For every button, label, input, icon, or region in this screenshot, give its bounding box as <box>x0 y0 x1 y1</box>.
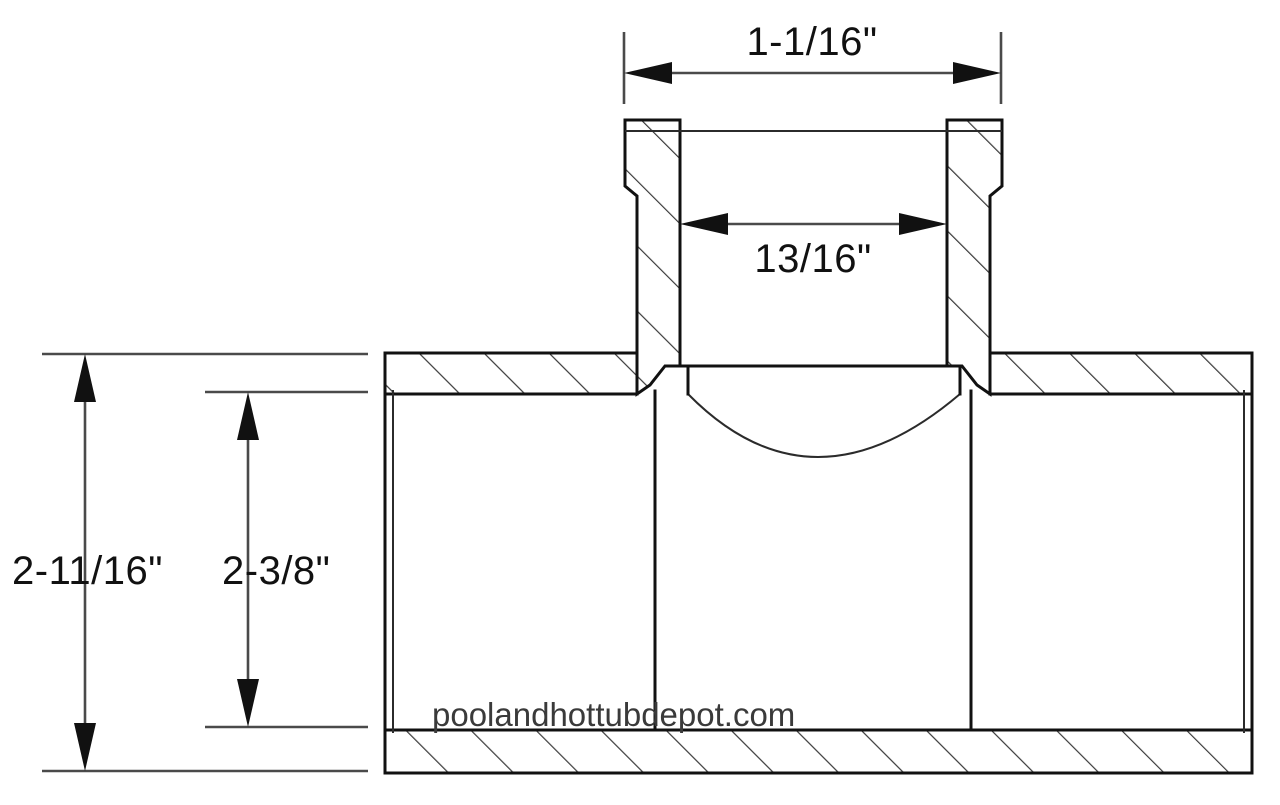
dimension-label-branch-socket-outer: 1-1/16" <box>746 20 877 64</box>
arrowhead-overall-top-icon <box>74 354 96 402</box>
arrowhead-left-icon <box>624 62 672 84</box>
dimension-label-branch-socket-bore: 13/16" <box>754 237 871 281</box>
arrowhead-bore-right-icon <box>899 213 947 235</box>
watermark-label: poolandhottubdepot.com <box>432 696 795 733</box>
arrowhead-run-bottom-icon <box>237 679 259 727</box>
run-wall-top-left-section <box>385 353 637 394</box>
dimension-label-run-height: 2-3/8" <box>222 549 330 593</box>
dimension-overall-height: 2-11/16" <box>12 352 368 773</box>
dimension-label-overall-height: 2-11/16" <box>12 549 163 593</box>
run-wall-bottom-section <box>385 730 1252 773</box>
arrowhead-bore-left-icon <box>680 213 728 235</box>
tee-fitting-body <box>383 118 1254 775</box>
arrowhead-overall-bottom-icon <box>74 723 96 771</box>
arrowhead-right-icon <box>953 62 1001 84</box>
branch-wall-right-section <box>947 120 1002 394</box>
dimension-branch-socket-outer: 1-1/16" <box>622 20 1003 104</box>
arrowhead-run-top-icon <box>237 392 259 440</box>
branch-wall-left-section <box>625 120 680 394</box>
branch-wall-left-outline <box>623 118 682 397</box>
run-wall-top-right-section <box>990 353 1252 394</box>
branch-saddle-curve <box>687 393 961 458</box>
dimension-run-height: 2-3/8" <box>205 390 368 729</box>
dimension-branch-socket-bore: 13/16" <box>680 213 947 281</box>
